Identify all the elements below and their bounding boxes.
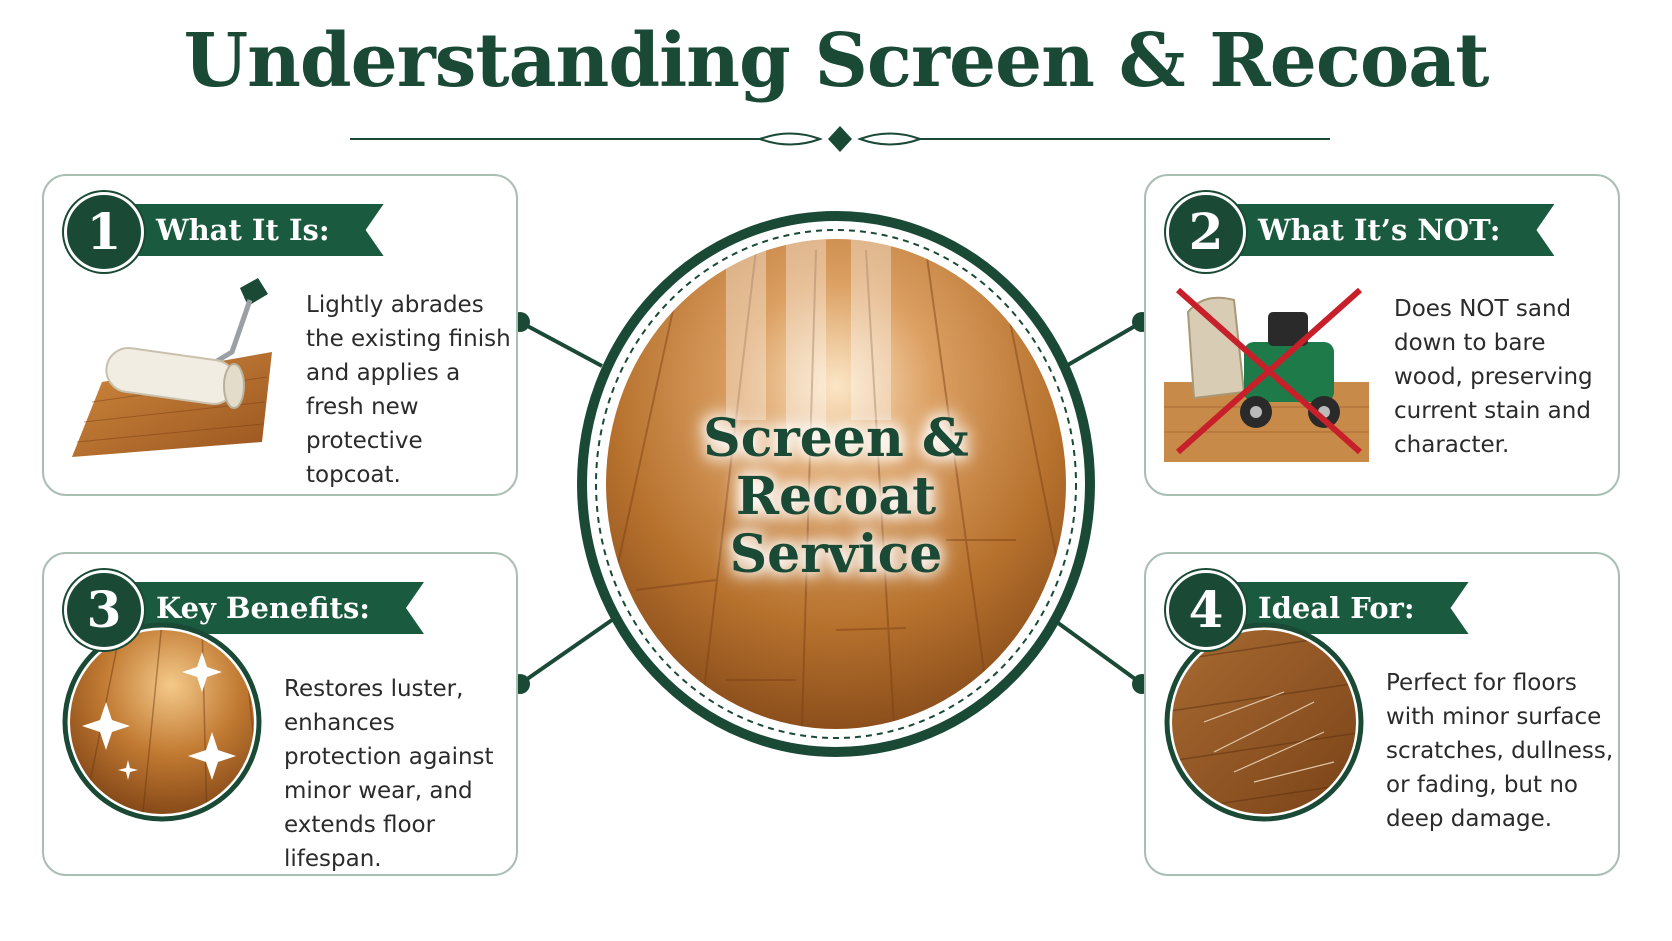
center-label-line-2: Recoat xyxy=(735,466,937,527)
step-number-badge: 4 xyxy=(1166,570,1246,650)
center-label-line-1: Screen & xyxy=(703,408,969,469)
card-ideal-for: 4 Ideal For: Perfect for floors with min… xyxy=(1144,552,1620,876)
card-description: Perfect for floors with minor surface sc… xyxy=(1386,670,1614,832)
card-description: Restores luster, enhances protection aga… xyxy=(284,676,494,872)
scratched-floor-icon xyxy=(1164,622,1364,822)
step-number-badge: 2 xyxy=(1166,192,1246,272)
center-service-label: Screen & Recoat Service xyxy=(576,410,1096,584)
card-what-its-not: 2 What It’s NOT: Does NOT sand down to b… xyxy=(1144,174,1620,496)
card-description: Lightly abrades the existing finish and … xyxy=(306,292,511,488)
paint-roller-icon xyxy=(72,278,272,457)
page-title: Understanding Screen & Recoat xyxy=(183,18,1490,104)
step-number-badge: 1 xyxy=(64,192,144,272)
step-number-badge: 3 xyxy=(64,570,144,650)
card-description: Does NOT sand down to bare wood, preserv… xyxy=(1394,296,1593,458)
card-heading-ribbon: What It Is: xyxy=(132,204,384,256)
card-heading-ribbon: What It’s NOT: xyxy=(1234,204,1554,256)
ornamental-divider xyxy=(350,126,1330,152)
center-label-line-3: Service xyxy=(729,524,943,585)
sparkle-floor-icon xyxy=(62,622,262,822)
crossed-out-sander-icon xyxy=(1164,287,1369,462)
card-what-it-is: 1 What It Is: Lightly abrades the existi… xyxy=(42,174,518,496)
center-floor-medallion xyxy=(577,211,1095,757)
card-key-benefits: 3 Key Benefits: Restores luster, enhance… xyxy=(42,552,518,876)
